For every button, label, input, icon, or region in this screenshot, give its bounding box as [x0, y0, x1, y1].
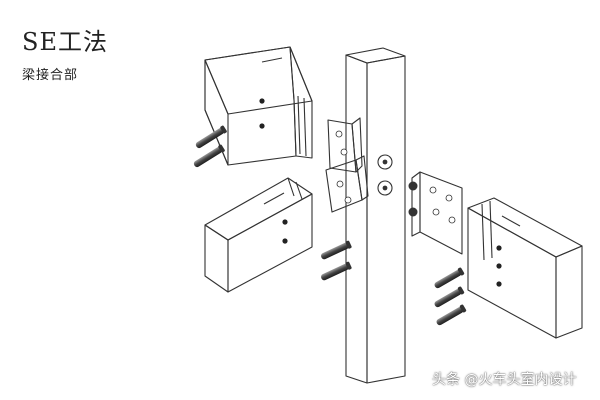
right-bracket [408, 171, 463, 255]
bolt-hole [282, 238, 288, 244]
pin-head [408, 181, 418, 191]
bolt-hole [259, 123, 265, 129]
right-beam [467, 197, 583, 339]
bolt-hole [259, 98, 265, 104]
pin-head [408, 207, 418, 217]
screw-set-right [434, 267, 467, 326]
bolt-hole [496, 281, 502, 287]
upper-left-beam [204, 46, 313, 166]
source-watermark: 头条 @火车头室内设计 [432, 372, 577, 388]
lower-left-beam [204, 177, 313, 293]
column [345, 47, 406, 384]
left-bracket-lower [325, 155, 369, 213]
left-bracket-upper [327, 117, 363, 173]
bolt-hole [496, 263, 502, 269]
diagram-title: SE工法 [22, 28, 108, 56]
bolt-hole [282, 219, 288, 225]
screw-set-lower-center [321, 240, 352, 281]
bolt-hole [496, 245, 502, 251]
screw-set-upper-left [193, 125, 227, 168]
diagram-subtitle: 梁接合部 [22, 68, 79, 83]
